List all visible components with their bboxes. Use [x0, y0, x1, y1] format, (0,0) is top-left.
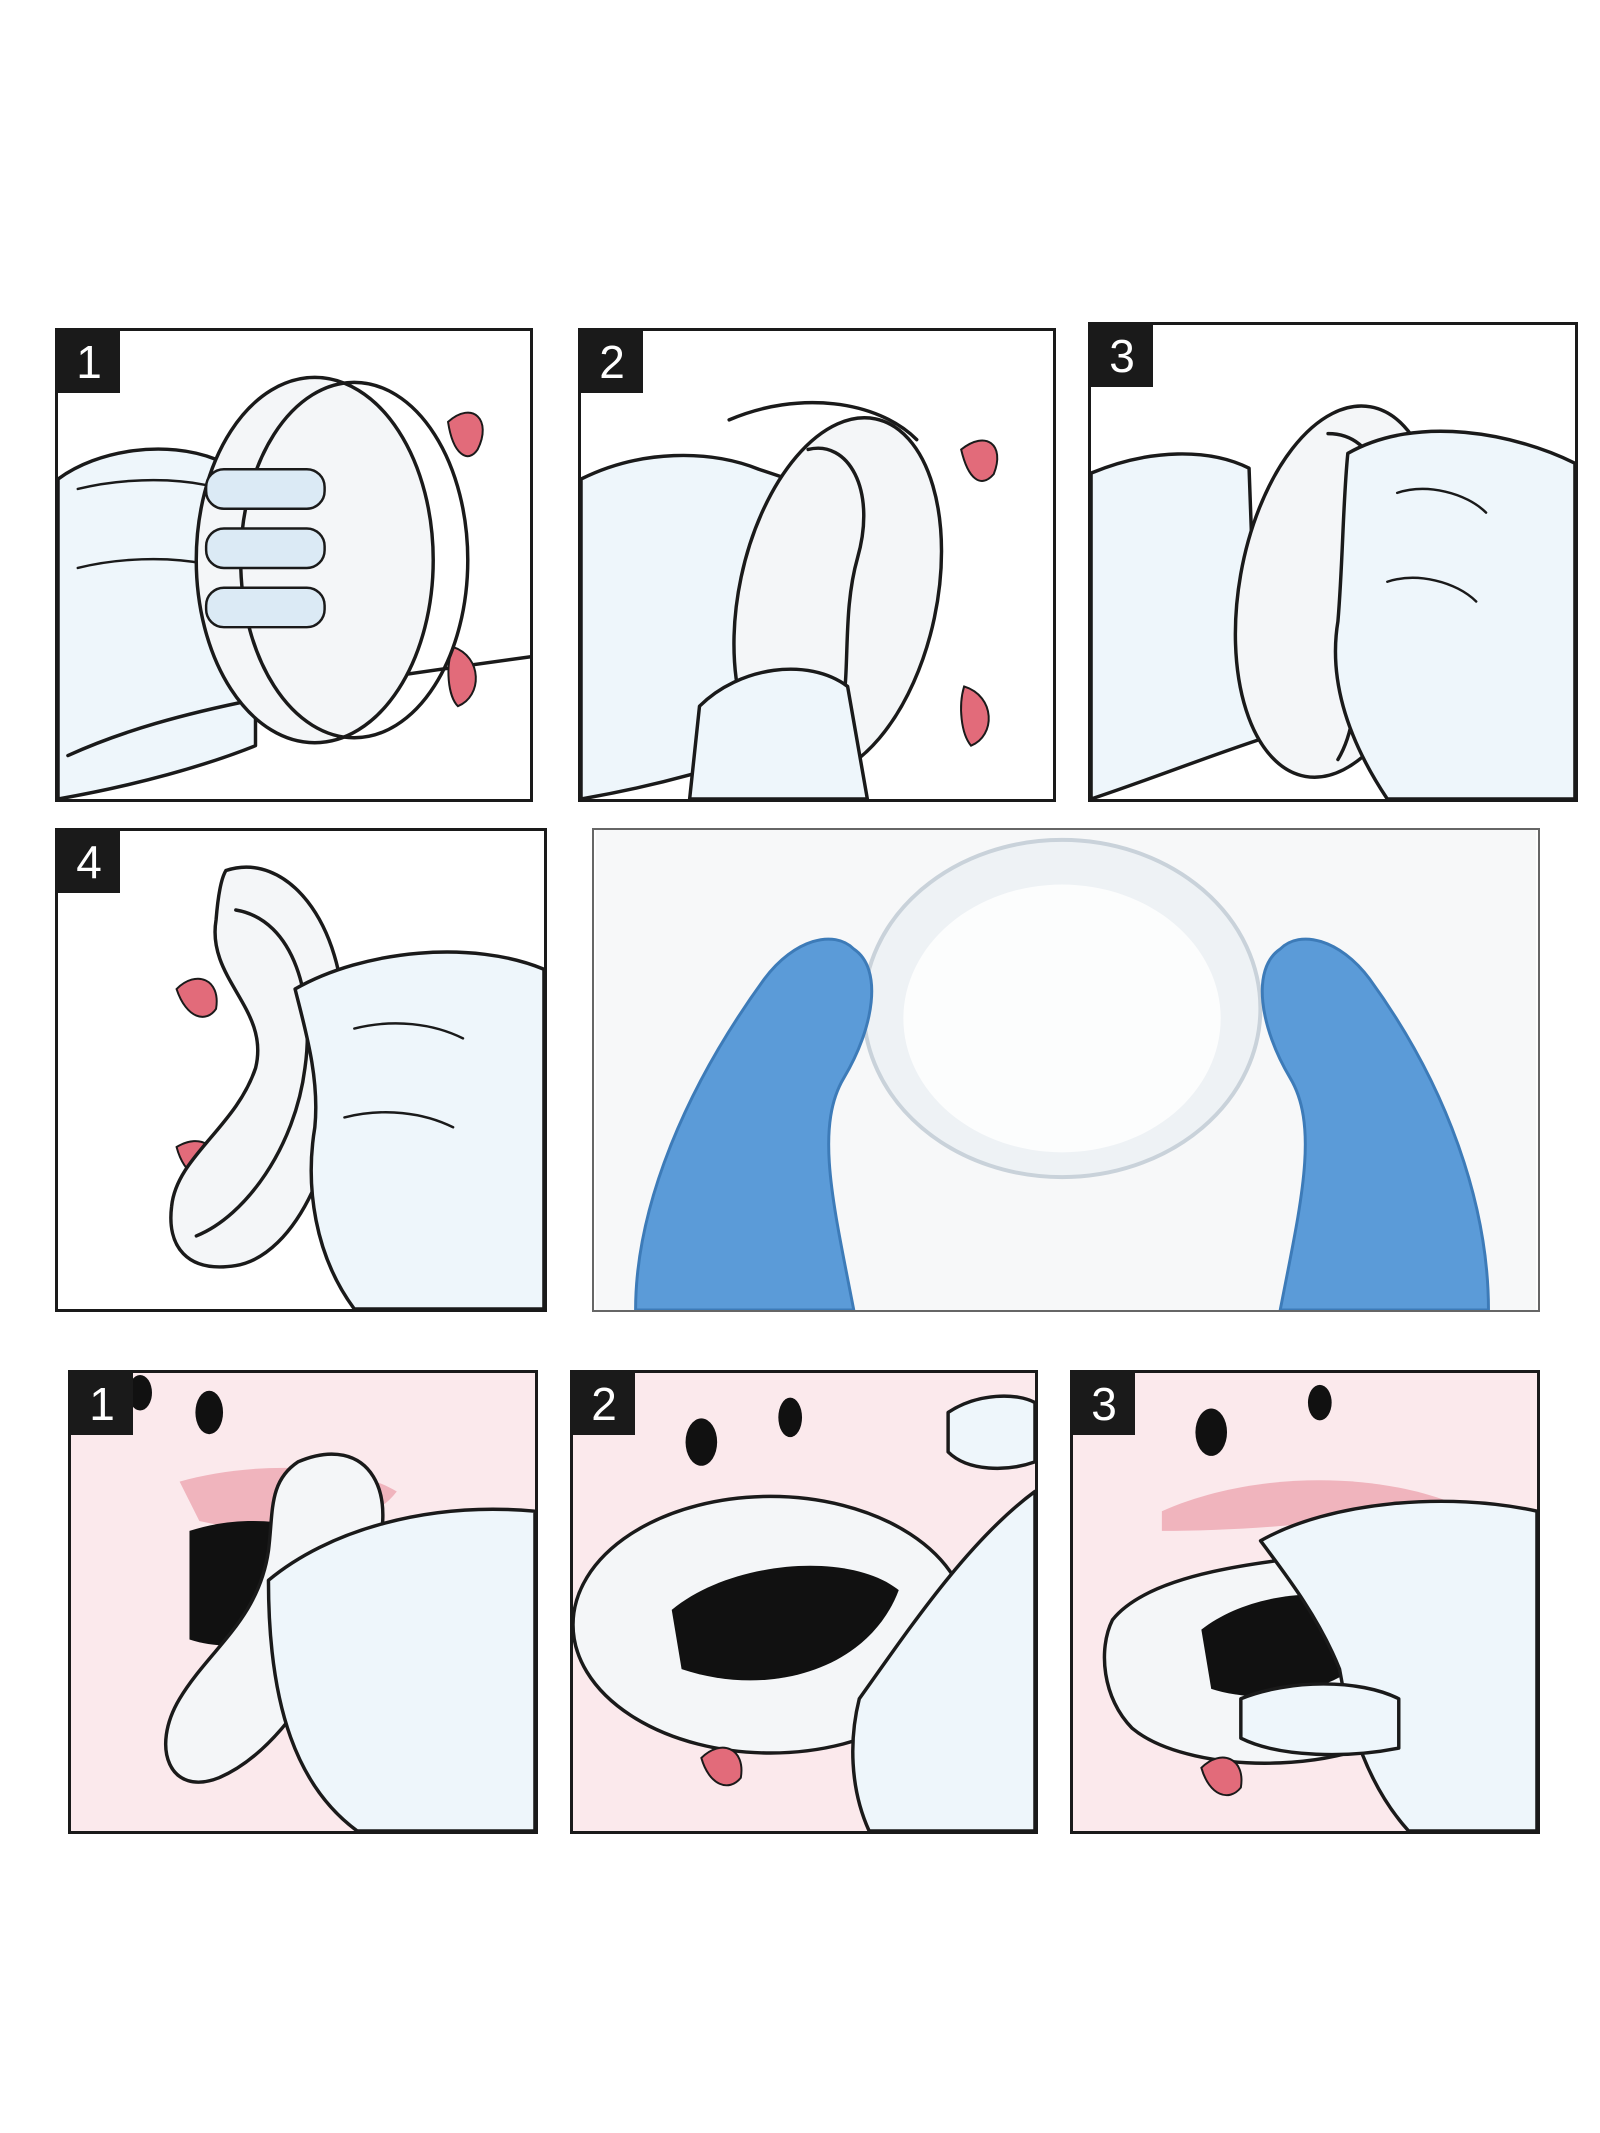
lip-shape — [1161, 1480, 1449, 1531]
tongue-tip — [447, 645, 477, 708]
hand-shape — [1333, 429, 1575, 799]
retractor-fold-illustration — [581, 400, 999, 799]
gloved-hands-photo — [595, 830, 1537, 1310]
hand-shape — [851, 1489, 1035, 1831]
retractor-fold-illustration — [58, 375, 530, 799]
step-number-badge: 4 — [58, 831, 120, 893]
nostril — [128, 1374, 152, 1411]
retractor-fold-illustration — [169, 865, 544, 1309]
retractor-fold-illustration — [1091, 404, 1575, 799]
step-panel-2: 2 — [578, 328, 1056, 802]
step-number-badge: 1 — [71, 1373, 133, 1435]
tongue-tip — [175, 977, 218, 1018]
step-number-badge: 2 — [573, 1373, 635, 1435]
step-panel-3: 3 — [1088, 322, 1578, 802]
tongue-tip — [446, 411, 484, 458]
hand-shape — [687, 667, 870, 799]
finger-shape — [204, 586, 326, 629]
hand-shape — [1258, 1499, 1537, 1831]
hand-shape — [946, 1394, 1035, 1471]
nostril — [1195, 1408, 1228, 1456]
nostril — [1307, 1384, 1332, 1421]
mouth-insertion-illustration — [71, 1373, 535, 1831]
hand-shape — [293, 950, 544, 1309]
nostril — [195, 1390, 224, 1435]
nostril — [778, 1397, 803, 1438]
step-number-badge: 3 — [1073, 1373, 1135, 1435]
nostril — [685, 1418, 718, 1466]
finger-shape — [204, 467, 326, 510]
tongue-tip — [960, 439, 999, 482]
photo-panel — [592, 828, 1540, 1312]
hand-shape — [1239, 1682, 1401, 1757]
insertion-panel-3: 3 — [1070, 1370, 1540, 1834]
tongue-tip — [700, 1746, 743, 1787]
step-number-badge: 2 — [581, 331, 643, 393]
mouth-opening — [671, 1565, 899, 1681]
left-glove — [634, 937, 874, 1310]
folded-ring-edge — [194, 908, 310, 1238]
step-number-badge: 1 — [58, 331, 120, 393]
hand-shape — [266, 1507, 535, 1831]
step-panel-4: 4 — [55, 828, 547, 1312]
finger-shape — [204, 527, 326, 570]
mouth-insertion-illustration — [573, 1373, 1035, 1831]
step-panel-1: 1 — [55, 328, 533, 802]
tongue-tip — [960, 685, 990, 747]
step-number-badge: 3 — [1091, 325, 1153, 387]
mouth-insertion-illustration — [1073, 1373, 1537, 1831]
tongue-tip — [1200, 1756, 1243, 1797]
insertion-panel-1: 1 — [68, 1370, 538, 1834]
insertion-panel-2: 2 — [570, 1370, 1038, 1834]
right-glove — [1260, 937, 1490, 1310]
